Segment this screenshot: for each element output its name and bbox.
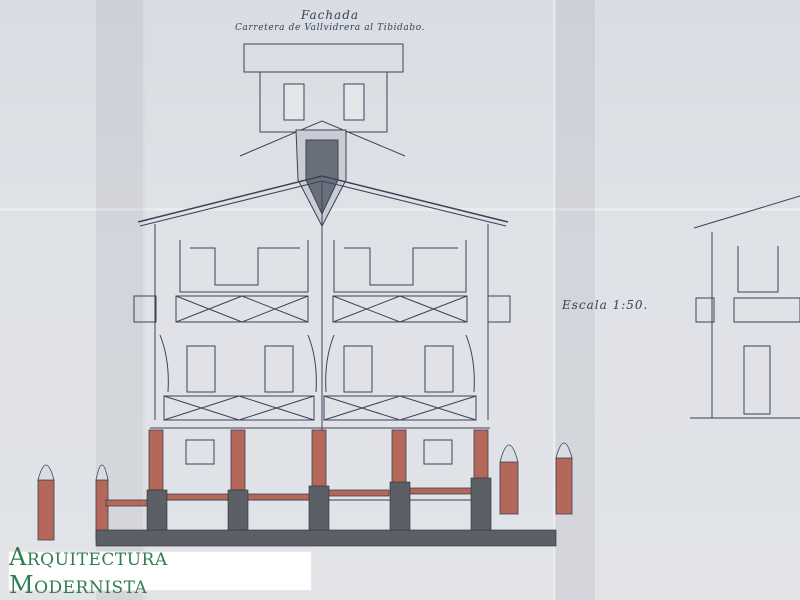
balcony-rail-x [163,395,315,421]
tower-cornice [243,43,404,73]
watermark-text: Arquitectura Modernista [9,543,168,599]
upper-balcony-right [332,295,468,323]
balcony-rail-x [323,395,477,421]
balcony-rail-x [332,295,468,323]
brick-gate-pier [499,461,519,515]
drawing-subtitle: Carretera de Vallvidrera al Tibidabo. [234,23,426,33]
pier-cap [555,442,573,459]
secondary-side-balcony [695,297,715,323]
main-roof-line [137,175,509,223]
paper-fold [0,208,800,211]
ground-window [185,439,215,465]
brick-wall [245,493,311,501]
window [264,345,294,393]
stone-footing [95,529,557,547]
drawing-title-block: Fachada Carretera de Vallvidrera al Tibi… [200,8,460,33]
tower-window [283,83,305,121]
upper-bay-left [179,240,309,293]
ground-window [423,439,453,465]
tower-gable [239,120,406,157]
tower-body [259,71,388,133]
scale-label: Escala 1:50. [562,298,649,312]
crenellation-left [190,247,300,286]
brick-column [391,429,407,491]
secondary-roof [693,195,800,229]
lower-balcony-left [163,395,315,421]
window [343,345,373,393]
brick-gate-pier [37,479,55,541]
secondary-bay [737,246,779,293]
arch-curves [159,334,475,393]
watermark-banner: Arquitectura Modernista [8,543,312,599]
pier-cap [499,444,519,463]
pier-cap [37,464,55,481]
brick-column [230,429,246,491]
brick-gate-pier [555,457,573,515]
upper-balcony-left [175,295,309,323]
brick-wall [406,487,474,495]
brick-column [148,429,164,491]
secondary-window [743,345,771,415]
drawing-title: Fachada [300,8,360,22]
crenellation-right [344,247,458,286]
brick-wall [105,499,151,507]
pier-cap [95,464,109,481]
paper-fold [143,0,146,600]
paper-fold [553,0,556,600]
secondary-balcony [733,297,800,323]
brick-wall [326,489,390,497]
ornament-detail [305,139,339,216]
lower-balcony-right [323,395,477,421]
brick-wall [163,493,231,501]
brick-column [311,429,327,491]
side-balcony-left [133,295,157,323]
window [424,345,454,393]
window [186,345,216,393]
upper-bay-right [333,240,467,293]
balcony-rail-x [175,295,309,323]
side-balcony-right [487,295,511,323]
tower-window [343,83,365,121]
